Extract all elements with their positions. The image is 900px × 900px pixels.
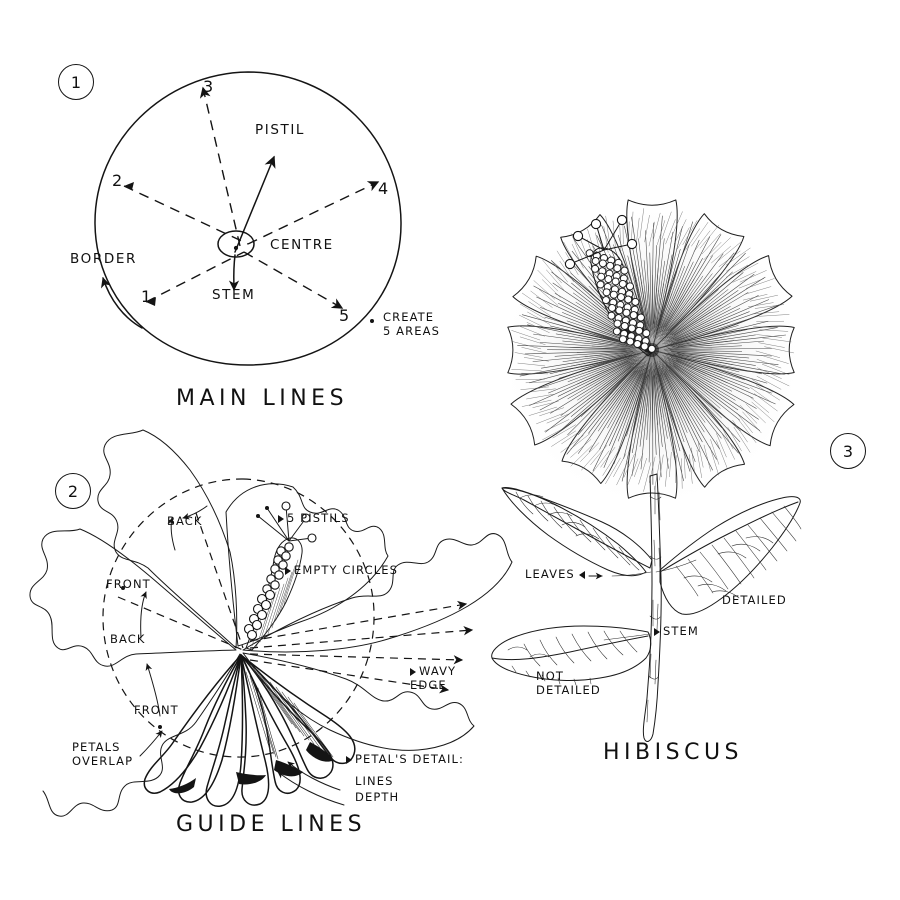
anther-circle xyxy=(622,308,631,317)
anther-circle xyxy=(633,340,642,348)
anther-circle xyxy=(606,261,615,270)
anther-circle xyxy=(613,264,622,273)
step-badge-2: 2 xyxy=(55,473,91,509)
anther-circle xyxy=(607,311,616,320)
label-front-lower: FRONT xyxy=(134,703,179,717)
label-axis-1: 1 xyxy=(141,287,152,306)
label-create-5-areas: CREATE 5 AREAS xyxy=(383,310,440,338)
triangle-right-icon xyxy=(410,667,416,676)
anther-circle xyxy=(615,306,624,315)
anther-circle xyxy=(624,295,633,304)
label-five-pistils-group: 5 PISTILS xyxy=(278,511,350,526)
anther-circle xyxy=(629,311,638,320)
label-detailed: DETAILED xyxy=(722,593,787,607)
label-pistil: PISTIL xyxy=(255,122,306,138)
anther-circle xyxy=(611,277,620,286)
label-leaves: LEAVES xyxy=(525,567,575,581)
anther-circle xyxy=(598,259,607,268)
anther-circle xyxy=(620,266,629,275)
label-axis-3: 3 xyxy=(203,77,214,96)
anther-circle xyxy=(608,303,617,312)
anther-circle xyxy=(642,329,651,338)
label-axis-4: 4 xyxy=(378,179,389,198)
label-lines: LINES xyxy=(355,774,394,788)
anther-circle xyxy=(596,280,605,289)
label-leaves-group: LEAVES xyxy=(525,567,585,582)
label-petals-detail: PETAL'S DETAIL: xyxy=(355,752,465,766)
step2-title: GUIDE LINES xyxy=(176,812,367,837)
label-wavy-edge-group: WAVY EDGE xyxy=(410,664,457,692)
label-axis-2: 2 xyxy=(112,171,123,190)
anther-circle xyxy=(626,337,635,346)
step-badge-3-number: 3 xyxy=(842,441,854,461)
anther-circle xyxy=(647,344,656,353)
label-border: BORDER xyxy=(70,251,137,267)
step-badge-2-number: 2 xyxy=(67,481,79,501)
anther-circle xyxy=(620,322,629,330)
label-petals-detail-group: PETAL'S DETAIL: xyxy=(346,752,465,767)
label-petals-overlap: PETALS OVERLAP xyxy=(72,740,134,768)
anther-circle xyxy=(604,275,613,284)
anther-circle xyxy=(602,296,610,305)
anther-circle xyxy=(626,282,634,291)
anther-circle xyxy=(613,319,622,328)
anther-circle xyxy=(609,290,618,299)
anther-circle xyxy=(640,342,649,351)
anther-circle xyxy=(591,257,600,265)
triangle-right-icon xyxy=(278,514,284,523)
label-stem: STEM xyxy=(212,287,256,303)
triangle-right-icon xyxy=(654,627,660,636)
anther-circle xyxy=(612,327,621,336)
anther-circle xyxy=(635,326,644,335)
label-back-lower: BACK xyxy=(110,632,146,646)
step-badge-1-number: 1 xyxy=(70,72,82,92)
anther-circle xyxy=(618,279,627,288)
anther-circle xyxy=(619,335,627,344)
label-not-detailed: NOT DETAILED xyxy=(536,669,601,697)
label-depth: DEPTH xyxy=(355,790,400,804)
label-stem-3: STEM xyxy=(663,624,699,638)
step-badge-1: 1 xyxy=(58,64,94,100)
anther-circle xyxy=(627,324,636,333)
label-empty-circles: EMPTY CIRCLES xyxy=(294,563,398,577)
label-back-top: BACK xyxy=(167,514,203,528)
step1-title: MAIN LINES xyxy=(176,386,349,411)
label-front-upper: FRONT xyxy=(106,577,151,591)
anther-circle xyxy=(602,288,611,297)
anther-circle xyxy=(631,297,640,306)
anther-circle xyxy=(597,272,606,281)
label-centre: CENTRE xyxy=(270,237,334,253)
label-stem-3-group: STEM xyxy=(654,624,699,639)
anther-circle xyxy=(617,293,625,302)
anther-circle xyxy=(591,264,600,273)
label-wavy-edge: WAVY EDGE xyxy=(410,664,457,692)
anther-circle xyxy=(636,313,645,322)
label-axis-5: 5 xyxy=(339,306,350,325)
step-badge-3: 3 xyxy=(830,433,866,469)
triangle-left-icon xyxy=(578,570,585,579)
label-empty-circles-group: EMPTY CIRCLES xyxy=(285,563,398,578)
triangle-right-icon xyxy=(285,566,291,575)
triangle-right-icon xyxy=(346,755,352,764)
step3-title: HIBISCUS xyxy=(603,740,744,765)
label-five-pistils: 5 PISTILS xyxy=(287,511,350,525)
